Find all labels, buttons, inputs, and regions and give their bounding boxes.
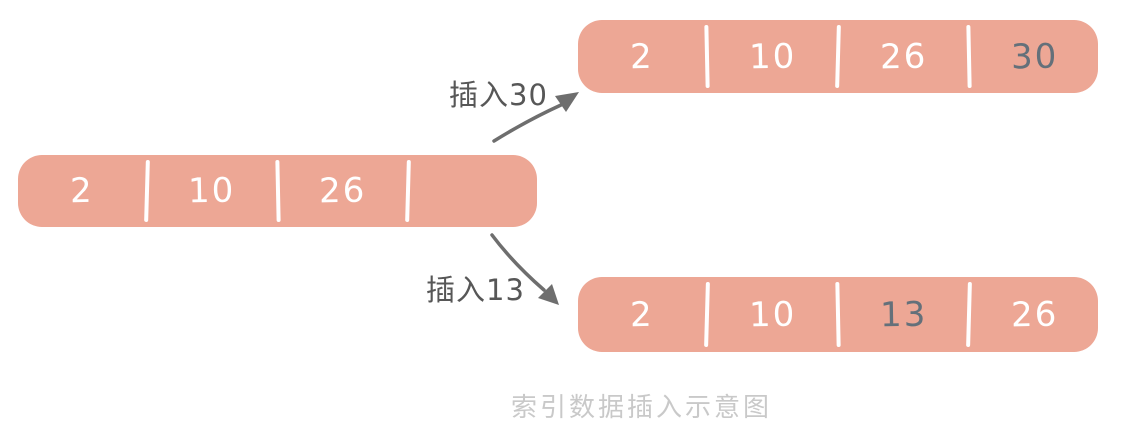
array-after-insert-30: 2 10 26 30 [578,20,1098,93]
array-top-cell-3: 30 [971,20,1098,93]
array-source-cell-3 [410,155,537,227]
cell-value: 26 [318,170,367,212]
cell-value: 26 [1010,294,1059,335]
array-source-cell-2: 26 [280,155,407,227]
array-after-insert-13: 2 10 13 26 [578,277,1098,352]
array-source-cell-1: 10 [149,155,276,227]
cell-value: 2 [629,36,654,77]
array-bottom-cell-1: 10 [709,277,836,352]
insert-30-label: 插入30 [449,78,548,112]
cell-value: 2 [629,294,654,335]
array-bottom-cell-3: 26 [971,277,1098,352]
array-top-cell-0: 2 [578,20,705,93]
diagram-caption: 索引数据插入示意图 [511,393,773,423]
cell-value: 10 [748,294,797,335]
array-bottom-cell-2: 13 [840,277,967,352]
array-source: 2 10 26 [18,155,537,227]
array-top-cell-1: 10 [709,20,836,93]
cell-divider [274,159,281,223]
cell-value: 10 [188,170,237,212]
cell-value: 2 [69,170,94,212]
array-bottom-cell-0: 2 [578,277,705,352]
array-top-cell-2: 26 [840,20,967,93]
array-source-cell-0: 2 [18,155,145,227]
cell-value: 26 [879,36,928,77]
cell-value: 30 [1010,36,1059,77]
cell-value: 10 [748,36,797,77]
insert-13-label: 插入13 [426,273,525,307]
cell-value: 13 [879,294,928,335]
